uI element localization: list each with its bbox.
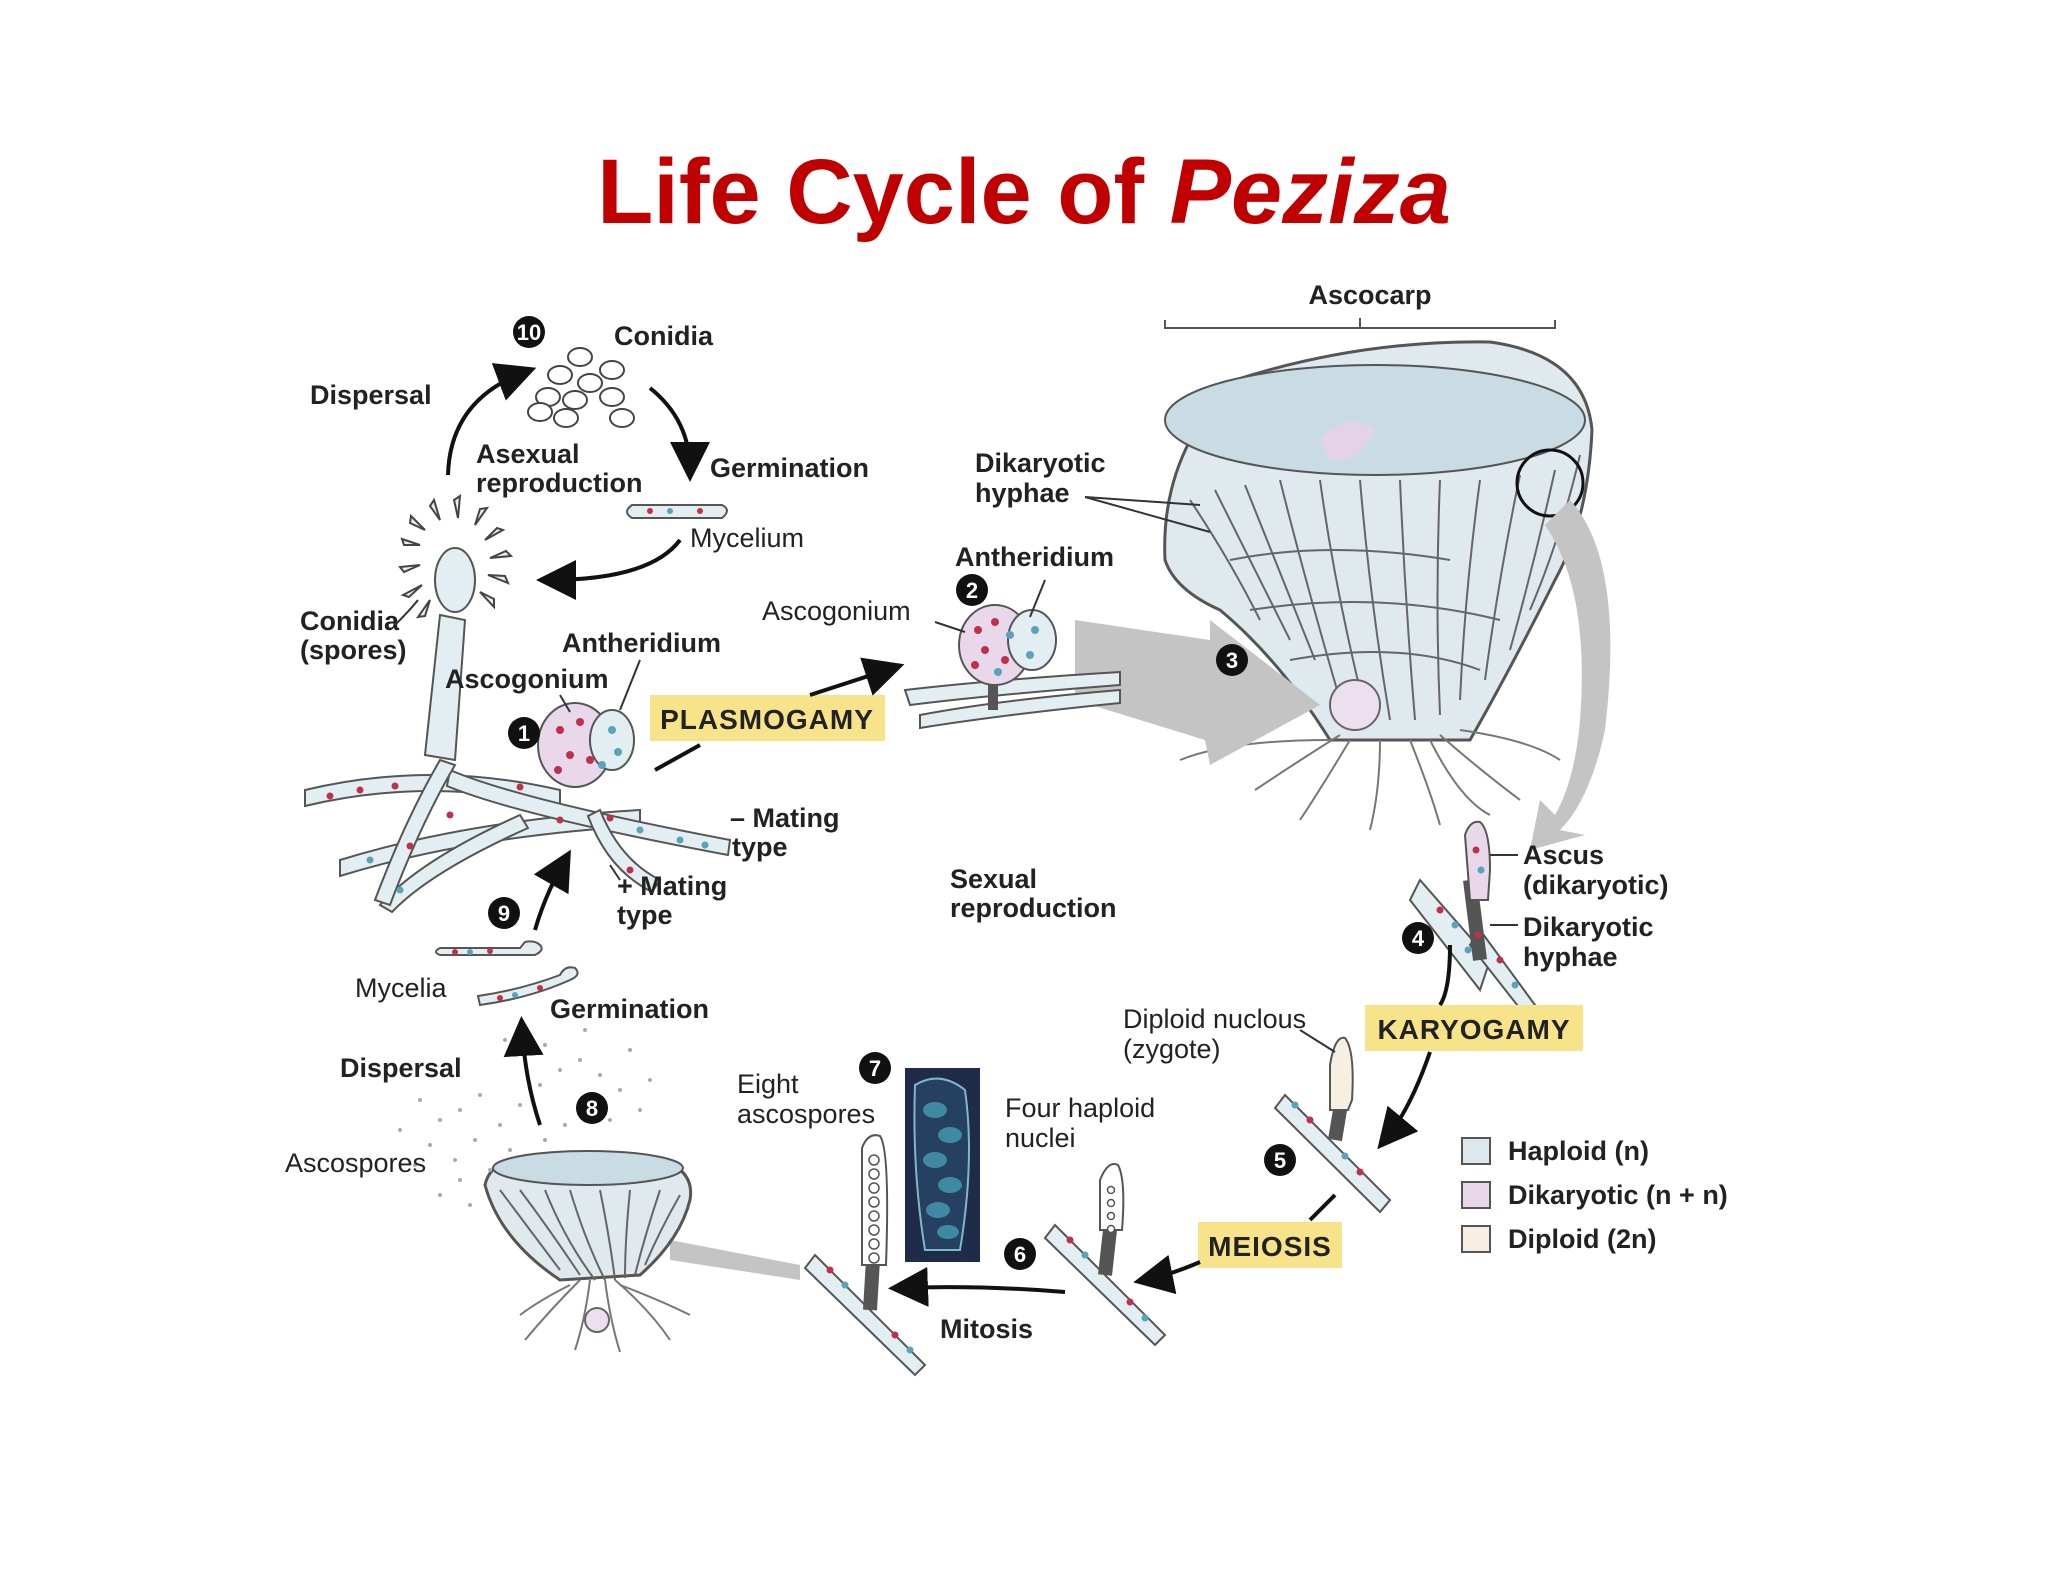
dispersal-top-label: Dispersal: [310, 380, 432, 410]
conidia-spores-label-1: Conidia: [300, 606, 400, 636]
karyogamy-arrow: [1385, 1052, 1430, 1140]
plus-mating-label-2: type: [617, 900, 673, 930]
step-10-number: 10: [517, 320, 541, 345]
step-8-number: 8: [586, 1096, 598, 1121]
step-10-marker: 10: [513, 316, 545, 348]
step-1-number: 1: [518, 721, 530, 746]
eight-ascospores-label-2: ascospores: [737, 1099, 875, 1129]
legend-swatch-dikaryotic: [1462, 1182, 1490, 1208]
four-haploid-label-1: Four haploid: [1005, 1093, 1155, 1123]
mitosis-arrow: [900, 1287, 1065, 1292]
legend-swatch-haploid: [1462, 1138, 1490, 1164]
step-7-marker: 7: [859, 1052, 891, 1084]
legend: Haploid (n) Dikaryotic (n + n) Diploid (…: [1462, 1136, 1728, 1254]
legend-item-diploid: Diploid (2n): [1462, 1224, 1656, 1254]
step-6-number: 6: [1014, 1242, 1026, 1267]
legend-label-dikaryotic: Dikaryotic (n + n): [1508, 1180, 1728, 1210]
asexual-label-1: Asexual: [476, 439, 580, 469]
four-haploid-label-2: nuclei: [1005, 1123, 1076, 1153]
dikaryotic-hyphae-right-label-2: hyphae: [1523, 942, 1618, 972]
legend-label-diploid: Diploid (2n): [1508, 1224, 1656, 1254]
step-9-marker: 9: [488, 897, 520, 929]
leader-line: [1300, 1030, 1335, 1052]
karyogamy-stage: KARYOGAMY: [1365, 1005, 1583, 1051]
sexual-label-1: Sexual: [950, 864, 1037, 894]
legend-swatch-diploid: [1462, 1226, 1490, 1252]
mycelia-label: Mycelia: [355, 973, 448, 1003]
ascospores-label: Ascospores: [285, 1148, 426, 1178]
sexual-label-2: reproduction: [950, 893, 1117, 923]
meiosis-arrow-top: [1310, 1195, 1335, 1220]
antheridium-mid-label: Antheridium: [955, 542, 1114, 572]
ascus-dikaryotic: [1410, 822, 1535, 1015]
legend-item-dikaryotic: Dikaryotic (n + n): [1462, 1180, 1728, 1210]
step-4-marker: 4: [1402, 922, 1434, 954]
germination-arrow-bottom: [535, 860, 565, 930]
step-4-number: 4: [1412, 926, 1425, 951]
plasmogamy-arrow: [810, 668, 893, 695]
step-5-marker: 5: [1264, 1144, 1296, 1176]
leader-line: [620, 660, 640, 710]
legend-label-haploid: Haploid (n): [1508, 1136, 1649, 1166]
step-2-number: 2: [966, 578, 978, 603]
legend-item-haploid: Haploid (n): [1462, 1136, 1649, 1166]
dispersal-bottom-label: Dispersal: [340, 1053, 462, 1083]
diploid-nucleus-label-1: Diploid nuclous: [1123, 1004, 1306, 1034]
dikaryotic-hyphae-right-label-1: Dikaryotic: [1523, 912, 1654, 942]
mycelium-label: Mycelium: [690, 523, 804, 553]
meiosis-stage: MEIOSIS: [1198, 1222, 1342, 1268]
karyogamy-label: KARYOGAMY: [1377, 1014, 1570, 1045]
step-3-marker: 3: [1216, 644, 1248, 676]
ascus-label-2: (dikaryotic): [1523, 870, 1669, 900]
gametangia-left: [538, 703, 634, 787]
step-3-number: 3: [1226, 648, 1238, 673]
leader-line: [935, 622, 965, 632]
mitosis-label: Mitosis: [940, 1314, 1033, 1344]
asexual-label-2: reproduction: [476, 468, 643, 498]
germinating-mycelium-top: [627, 505, 727, 518]
ascogonium-left-label: Ascogonium: [445, 664, 609, 694]
diploid-nucleus-label-2: (zygote): [1123, 1034, 1221, 1064]
step-5-number: 5: [1274, 1148, 1286, 1173]
dikaryotic-hyphae-top-label-2: hyphae: [975, 478, 1070, 508]
step-7-number: 7: [869, 1056, 881, 1081]
four-haploid-nuclei: [1045, 1164, 1165, 1345]
eight-ascospores-label-1: Eight: [737, 1069, 799, 1099]
plus-mating-label-1: + Mating: [617, 871, 727, 901]
arrow-from-ascocarp-small: [670, 1240, 800, 1280]
conidiophore-illustration: [400, 496, 511, 760]
plasmogamy-arrow-tail: [655, 745, 700, 770]
dispersal-arrow-bottom: [522, 1028, 540, 1125]
germination-bottom-label: Germination: [550, 994, 709, 1024]
micrograph-ascospores: [905, 1068, 980, 1262]
mycelium-arrow: [548, 540, 680, 580]
minus-mating-label-1: – Mating: [730, 803, 840, 833]
ascus-label-1: Ascus: [1523, 840, 1604, 870]
germination-arrow-top: [650, 388, 690, 470]
minus-mating-label-2: type: [732, 832, 788, 862]
plasmogamy-label: PLASMOGAMY: [660, 704, 874, 735]
small-ascocarp: [485, 1151, 691, 1352]
step-1-marker: 1: [508, 717, 540, 749]
dikaryotic-hyphae-top-label-1: Dikaryotic: [975, 448, 1106, 478]
ascocarp-label: Ascocarp: [1308, 280, 1431, 310]
meiosis-arrow: [1145, 1262, 1200, 1280]
step-2-marker: 2: [956, 574, 988, 606]
ascogonium-mid-label: Ascogonium: [762, 596, 911, 626]
conidia-spores-label-2: (spores): [300, 635, 407, 665]
plasmogamy-stage: PLASMOGAMY: [650, 695, 885, 741]
diploid-zygote: [1275, 1038, 1390, 1212]
step-6-marker: 6: [1004, 1238, 1036, 1270]
step-9-number: 9: [498, 901, 510, 926]
conidia-top-label: Conidia: [614, 321, 714, 351]
meiosis-label: MEIOSIS: [1208, 1231, 1332, 1262]
antheridium-left-label: Antheridium: [562, 628, 721, 658]
karyogamy-arrow-top: [1440, 945, 1450, 1005]
step-8-marker: 8: [576, 1092, 608, 1124]
conidia-spores: [528, 348, 634, 427]
germination-top-label: Germination: [710, 453, 869, 483]
